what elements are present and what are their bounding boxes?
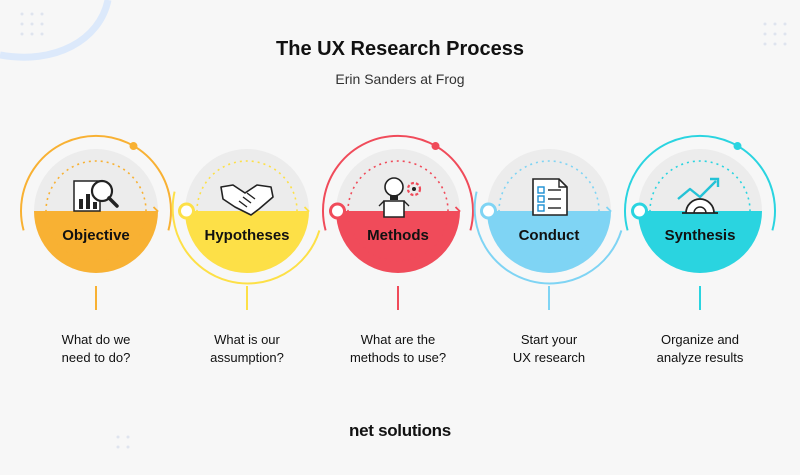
dotted-ring: [347, 160, 449, 262]
process-steps: [20, 134, 776, 310]
handshake-icon: [220, 184, 274, 216]
dotted-ring: [45, 160, 147, 262]
background-decoration: [0, 0, 787, 449]
growth-chart-gear-icon: [677, 177, 720, 214]
lightbulb-gears-box-icon: [378, 177, 422, 218]
step-4-label: Conduct: [518, 227, 580, 244]
connector-knob: [329, 202, 346, 220]
chevron-right-icon: [454, 206, 461, 216]
brand-logo: net solutions: [349, 421, 451, 440]
step-1-label: Objective: [62, 227, 130, 244]
page-subtitle: Erin Sanders at Frog: [335, 71, 465, 87]
connector-knob: [631, 202, 648, 220]
step-5-description: Organize and analyze results: [625, 331, 775, 367]
step-connector-arc: [171, 191, 321, 285]
arc-end-dot: [733, 142, 742, 151]
connector-knob: [480, 202, 497, 220]
step-3-description: What are the methods to use?: [323, 331, 473, 367]
step-2-description: What is our assumption?: [172, 331, 322, 367]
step-connector-arc: [624, 134, 776, 231]
description-line-1: What is our: [214, 332, 280, 347]
arc-end-dot: [431, 142, 440, 151]
description-line-1: Start your: [520, 332, 578, 347]
description-line-2: analyze results: [656, 350, 744, 365]
description-line-1: What do we: [61, 332, 131, 347]
connector-knob: [178, 202, 195, 220]
step-3-label: Methods: [367, 227, 429, 244]
description-line-2: methods to use?: [349, 350, 447, 365]
step-connector-arc: [473, 191, 623, 285]
description-line-2: need to do?: [61, 350, 131, 365]
description-line-1: What are the: [360, 332, 436, 347]
analysis-chart-magnifier-icon: [73, 179, 119, 212]
step-5-label: Synthesis: [664, 227, 736, 244]
chevron-right-icon: [303, 206, 310, 216]
description-line-2: assumption?: [210, 350, 284, 365]
dotted-ring: [196, 160, 298, 262]
step-connector-arc: [322, 134, 474, 231]
step-3-circle: [336, 142, 460, 310]
chevron-right-icon: [152, 206, 159, 216]
page-title: The UX Research Process: [276, 38, 524, 60]
description-line-1: Organize and: [660, 332, 740, 347]
step-1-description: What do we need to do?: [21, 331, 171, 367]
step-connector-arc: [20, 134, 172, 231]
step-2-label: Hypotheses: [204, 227, 290, 244]
dotted-ring: [649, 160, 751, 262]
checklist-document-icon: [532, 178, 568, 216]
step-4-description: Start your UX research: [474, 331, 624, 367]
dotted-ring: [498, 160, 600, 262]
description-line-2: UX research: [512, 350, 586, 365]
chevron-right-icon: [605, 206, 612, 216]
arc-end-dot: [129, 142, 138, 151]
